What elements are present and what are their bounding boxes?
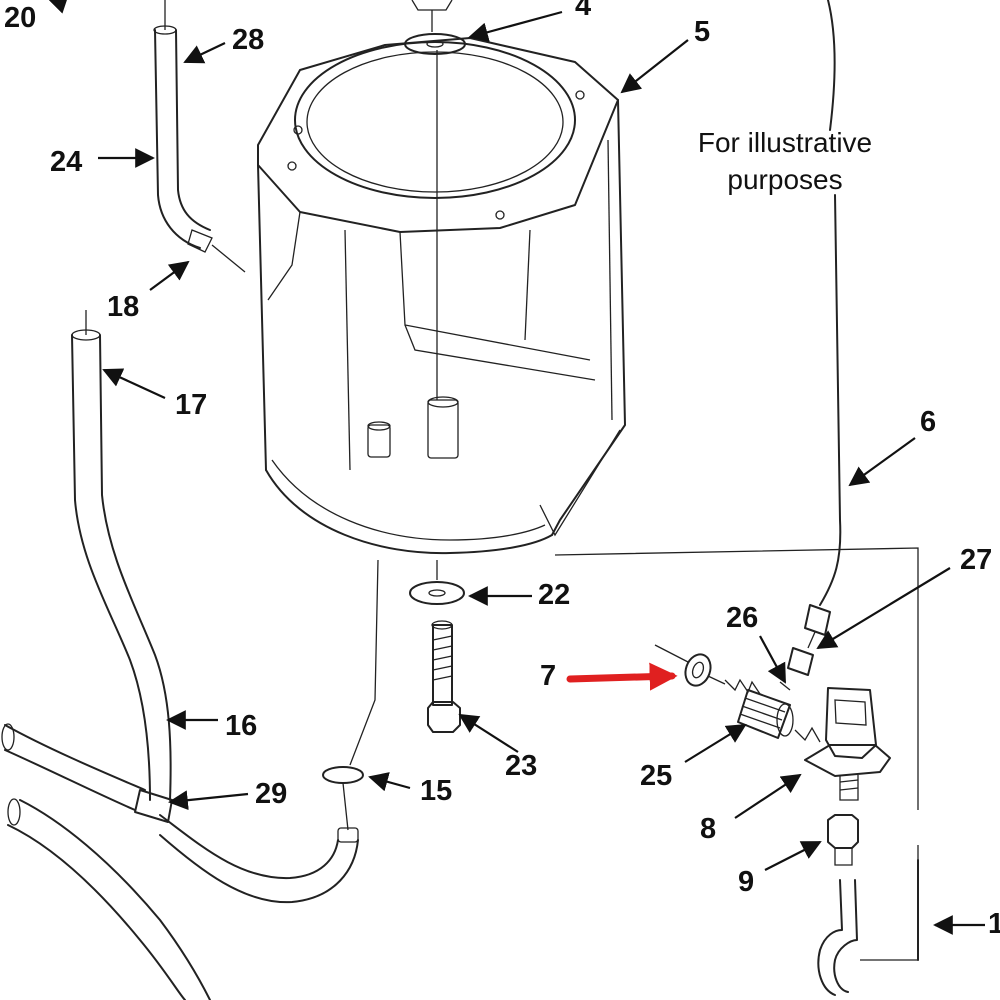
callout-23[interactable]: 23	[505, 750, 538, 782]
valve-part-8[interactable]	[794, 687, 891, 801]
callout-25[interactable]: 25	[640, 760, 673, 792]
callout-17[interactable]: 17	[175, 389, 208, 421]
callout-5[interactable]: 5	[694, 16, 711, 48]
tank-part-5[interactable]	[257, 37, 626, 555]
wire-part-6[interactable]	[819, 0, 842, 606]
fitting-part-9[interactable]	[827, 814, 859, 866]
callout-1[interactable]: 1	[988, 908, 1000, 940]
callout-29[interactable]: 29	[255, 778, 288, 810]
leader-lines	[48, 0, 985, 935]
coil-part-25[interactable]	[724, 678, 794, 739]
ring-part-7[interactable]	[654, 644, 726, 689]
callout-8[interactable]: 8	[700, 813, 717, 845]
highlight-arrow	[566, 662, 678, 691]
connector-part-27[interactable]	[787, 604, 831, 676]
washer-part-22[interactable]	[409, 560, 465, 605]
illustrative-note-line-2: purposes	[727, 164, 843, 195]
callout-16[interactable]: 16	[225, 710, 258, 742]
y-connector-part-29[interactable]	[1, 723, 359, 1000]
top-washer-part-4[interactable]	[404, 0, 466, 55]
callout-15[interactable]: 15	[420, 775, 453, 807]
bolt-part-23[interactable]	[427, 620, 461, 733]
upper-hose-part-24[interactable]	[153, 0, 246, 273]
pipe-part-1[interactable]	[817, 859, 919, 996]
hose-clamp-part-15[interactable]	[322, 559, 379, 831]
callout-7[interactable]: 7	[540, 660, 557, 692]
callout-28[interactable]: 28	[232, 24, 265, 56]
callout-27[interactable]: 27	[960, 544, 993, 576]
long-hose-part-16[interactable]	[71, 310, 172, 801]
illustrative-note: For illustrative purposes	[665, 124, 905, 198]
callout-18[interactable]: 18	[107, 291, 140, 323]
callout-9[interactable]: 9	[738, 866, 755, 898]
illustrative-note-line-1: For illustrative	[697, 127, 873, 158]
callout-24[interactable]: 24	[50, 146, 83, 178]
callout-22[interactable]: 22	[538, 579, 571, 611]
callout-20[interactable]: 20	[4, 2, 37, 34]
callout-26[interactable]: 26	[726, 602, 759, 634]
callout-6[interactable]: 6	[920, 406, 937, 438]
callout-4[interactable]: 4	[575, 0, 592, 22]
